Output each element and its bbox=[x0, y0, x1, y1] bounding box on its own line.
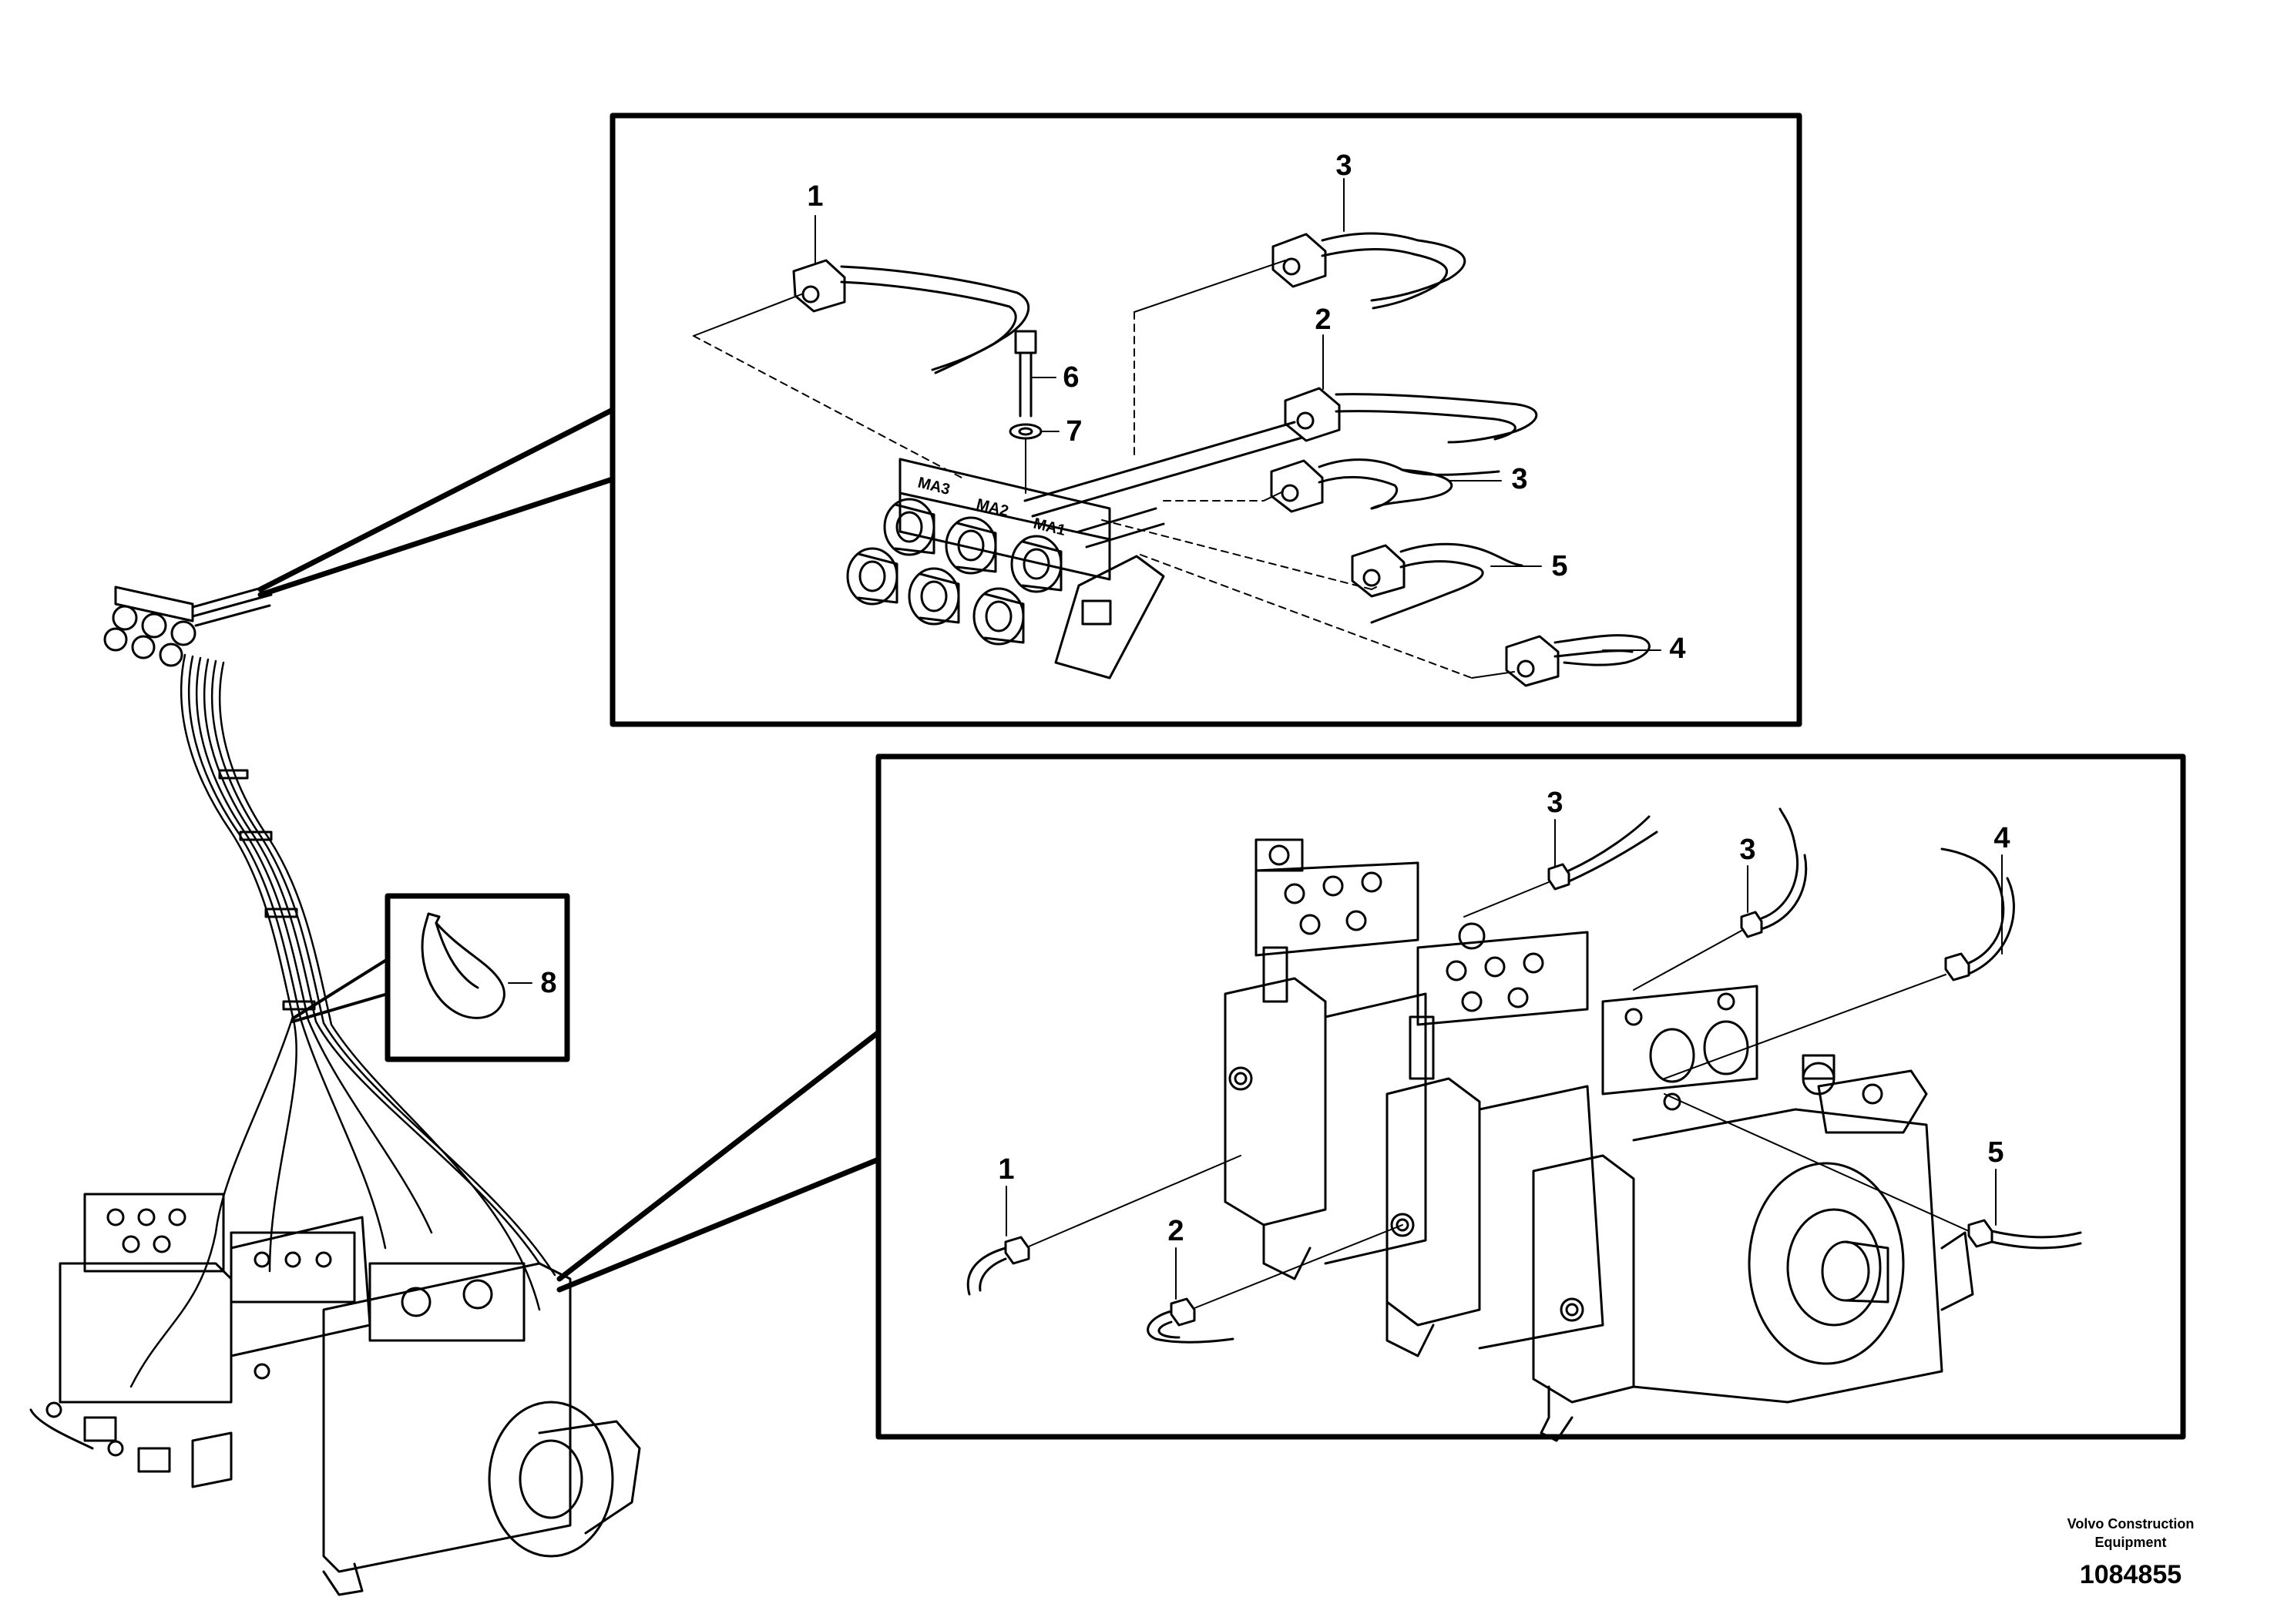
pump-front-valve-block bbox=[1601, 985, 1758, 1096]
overview-valve-cluster bbox=[103, 584, 273, 667]
callout-number: 3 bbox=[1739, 834, 1756, 866]
valve-port-tube bbox=[1023, 421, 1304, 518]
pump-front-housing bbox=[1532, 1154, 1635, 1404]
brake-pipe-3 bbox=[1271, 232, 1466, 310]
callout-number: 5 bbox=[1551, 550, 1568, 582]
valve-block-assembly: MA3 MA2 MA1 bbox=[846, 421, 1304, 679]
callout-leader-lines bbox=[814, 178, 1661, 651]
detail-frame-cable-tie bbox=[385, 893, 570, 1062]
brake-pipe-4 bbox=[1505, 634, 1651, 687]
pump-rear-housing bbox=[1224, 977, 1327, 1226]
callout-number: 3 bbox=[1547, 787, 1563, 819]
detail-frame-pump bbox=[875, 753, 2186, 1440]
company-name: Volvo Construction bbox=[2067, 1516, 2195, 1532]
solenoid-coil bbox=[846, 547, 898, 606]
overview-hose-harness bbox=[129, 653, 556, 1388]
valve-port-tube bbox=[1077, 507, 1165, 549]
pump-hose-fitting bbox=[1664, 1093, 2082, 1250]
pump-drive-flange bbox=[1748, 1162, 1905, 1365]
assembly-dashed-lines bbox=[693, 311, 1473, 679]
solenoid-coil bbox=[883, 498, 935, 556]
pump-hose-fitting bbox=[966, 1155, 1241, 1296]
brake-pipe-5 bbox=[1351, 542, 1523, 624]
valve-label: MA3 bbox=[916, 475, 952, 499]
solenoid-coil bbox=[908, 567, 960, 626]
callout-number: 6 bbox=[1063, 361, 1080, 394]
brake-pipe-1 bbox=[792, 259, 1030, 374]
bolt bbox=[1014, 330, 1056, 418]
callout-number: 7 bbox=[1066, 415, 1083, 448]
callout-wedge-pump bbox=[556, 1029, 882, 1293]
callout-number: 4 bbox=[1993, 822, 2010, 854]
valve-label: MA2 bbox=[975, 496, 1010, 521]
bracket-clamp bbox=[1081, 599, 1112, 626]
callout-number: 3 bbox=[1335, 149, 1352, 182]
callout-number: 2 bbox=[1315, 304, 1332, 336]
callout-number: 1 bbox=[807, 180, 824, 213]
callout-number: 2 bbox=[1167, 1215, 1184, 1247]
pump-detail-assembly bbox=[1224, 838, 1974, 1442]
solenoid-coil bbox=[945, 516, 997, 575]
pump-middle-housing bbox=[1385, 1077, 1481, 1327]
harness-clips bbox=[218, 769, 316, 1011]
callout-number: 8 bbox=[540, 967, 557, 999]
pump-hose-fitting bbox=[1633, 807, 1808, 991]
callout-number: 5 bbox=[1987, 1136, 2004, 1169]
brake-pipe-2 bbox=[1284, 387, 1538, 444]
washer bbox=[1009, 423, 1060, 494]
callout-wedge-valve-block bbox=[257, 407, 616, 598]
company-name-line-2: Equipment bbox=[2094, 1535, 2167, 1550]
callout-number: 1 bbox=[998, 1153, 1015, 1186]
solenoid-coil bbox=[1010, 535, 1063, 593]
valve-mounting-bracket bbox=[1054, 555, 1165, 679]
brake-pipe-3 bbox=[1270, 458, 1500, 513]
callout-number: 4 bbox=[1669, 632, 1686, 665]
pump-hose-fitting bbox=[1463, 815, 1658, 918]
callout-number: 3 bbox=[1511, 463, 1528, 495]
valve-manifold-plate bbox=[898, 458, 1111, 541]
solenoid-coil bbox=[972, 587, 1025, 646]
pump-middle-valve-block bbox=[1416, 931, 1589, 1026]
callout-leader-lines bbox=[1006, 819, 2003, 1300]
pump-hose-fitting bbox=[1147, 1224, 1403, 1344]
pump-hose-fitting bbox=[1664, 847, 2015, 1079]
drawing-number: 1084855 bbox=[2079, 1560, 2182, 1589]
pump-rear-valve-block bbox=[1254, 861, 1419, 957]
overview-pump-assembly bbox=[29, 1193, 641, 1596]
detail-frame-valve-block bbox=[610, 112, 1802, 727]
assembly-leader-lines bbox=[693, 260, 1515, 679]
valve-manifold-body bbox=[898, 492, 1111, 581]
cable-tie bbox=[421, 912, 532, 1019]
